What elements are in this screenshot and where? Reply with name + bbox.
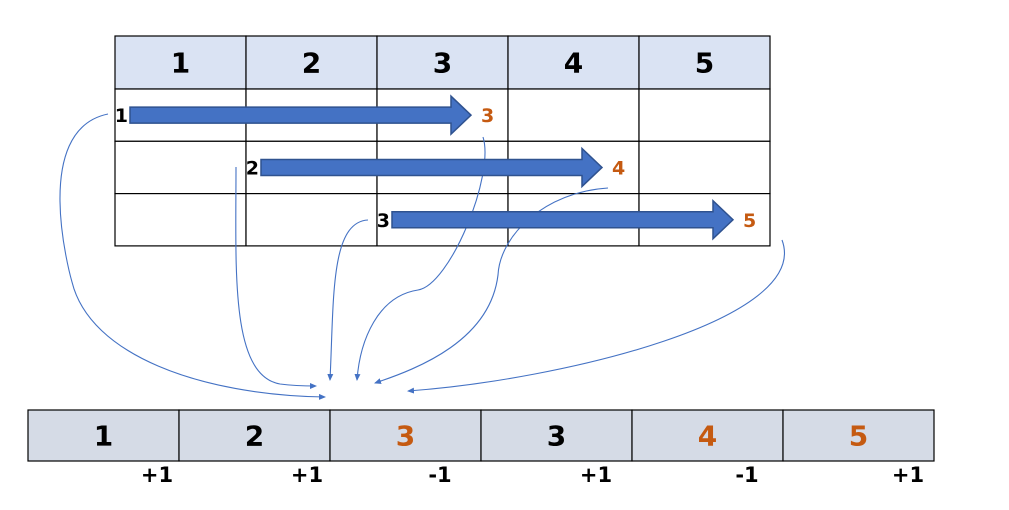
interval-arrow-3: [391, 199, 735, 241]
grid-header-label: 3: [433, 47, 452, 80]
interval-end-label: 3: [481, 105, 494, 127]
interval-end-label: 5: [743, 210, 756, 232]
grid-header-cell: [376, 35, 509, 90]
connector-start-3: [327, 219, 369, 381]
grid-header-label: 4: [564, 47, 583, 80]
grid-header-label: 5: [695, 47, 714, 80]
connector-curves: [59, 113, 785, 400]
sequence-value: 2: [245, 420, 264, 453]
interval-arrow-1: [129, 94, 473, 136]
grid-header-row: 1 2 3 4 5: [114, 35, 771, 90]
connector-end-4: [374, 187, 609, 384]
grid-cell: [638, 140, 771, 195]
sequence-cell: [178, 409, 331, 462]
grid-cell: [245, 193, 378, 247]
grid-cell: [114, 193, 247, 247]
interval-start-label: 1: [115, 105, 128, 127]
grid-cell: [114, 140, 247, 195]
sequence-cell: [631, 409, 784, 462]
sequence-cell: [782, 409, 935, 462]
sequence-delta: +1: [892, 463, 924, 487]
connector-start-1: [59, 113, 326, 400]
interval-end-label: 4: [612, 157, 625, 179]
connector-end-5: [407, 239, 785, 394]
sequence-delta: -1: [735, 463, 758, 487]
sequence-delta: +1: [580, 463, 612, 487]
connector-end-3: [354, 136, 486, 381]
sequence-delta: +1: [141, 463, 173, 487]
interval-start-label: 2: [246, 157, 259, 179]
sequence-delta: -1: [428, 463, 451, 487]
connector-start-2: [235, 166, 317, 389]
grid-header-cell: [638, 35, 771, 90]
sequence-delta: +1: [291, 463, 323, 487]
grid-header-label: 1: [171, 47, 190, 80]
grid-cell: [638, 88, 771, 142]
sequence-cell: [27, 409, 180, 462]
sequence-value: 5: [849, 420, 868, 453]
sequence-value: 3: [396, 420, 415, 453]
interval-arrow-2: [260, 146, 604, 189]
grid-header-label: 2: [302, 47, 321, 80]
event-sequence: 1 2 3 3 4 5 +1 +1 -1 +1 -1 +1: [27, 409, 935, 487]
interval-arrows: 1 3 2 4 3 5: [115, 94, 756, 241]
interval-start-label: 3: [377, 210, 390, 232]
grid-header-cell: [114, 35, 247, 90]
sequence-value: 1: [94, 420, 113, 453]
sequence-value: 3: [547, 420, 566, 453]
grid-cell: [507, 88, 640, 142]
sequence-value: 4: [698, 420, 717, 453]
grid-header-cell: [507, 35, 640, 90]
sequence-cell: [329, 409, 482, 462]
